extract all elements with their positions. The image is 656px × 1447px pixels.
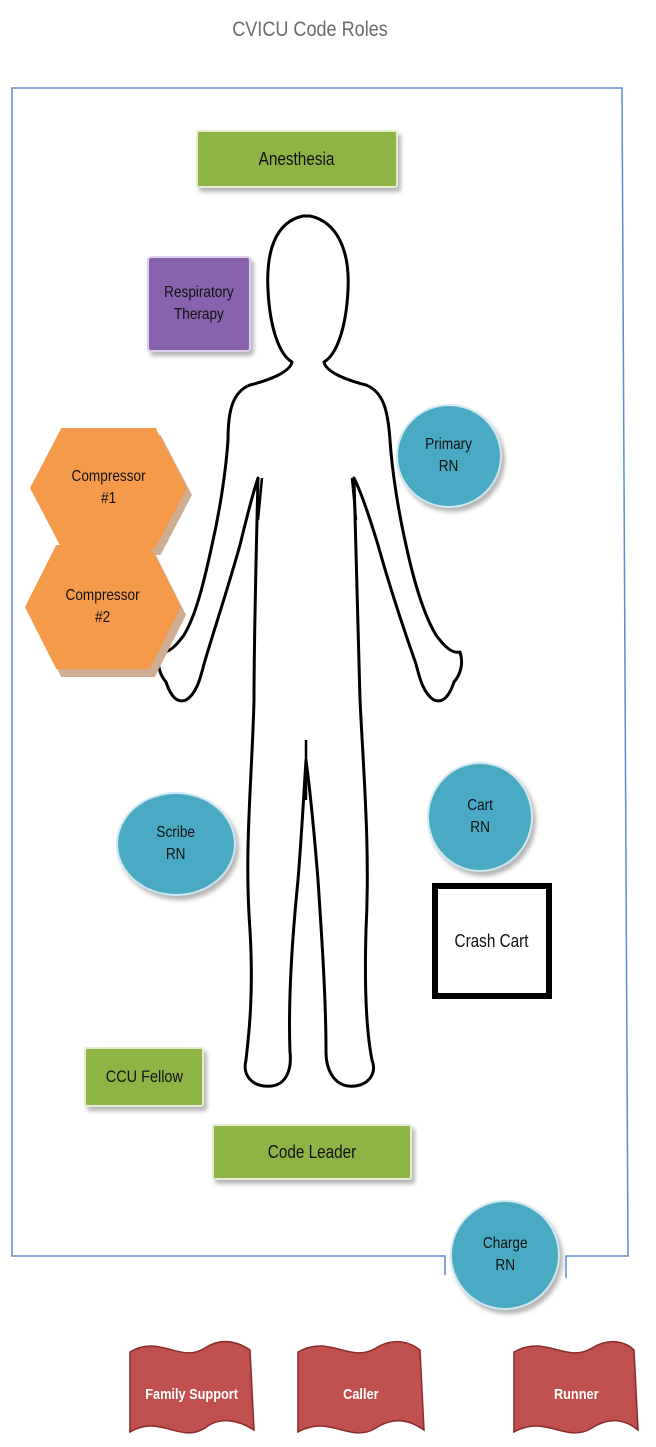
runner-label: Runner [554,1386,599,1403]
caller-label: Caller [343,1386,378,1403]
family-support-label: Family Support [146,1386,239,1403]
outside-role-caller: Caller [298,1372,424,1416]
outside-role-family-support: Family Support [130,1372,254,1416]
outside-role-runner: Runner [514,1372,638,1416]
